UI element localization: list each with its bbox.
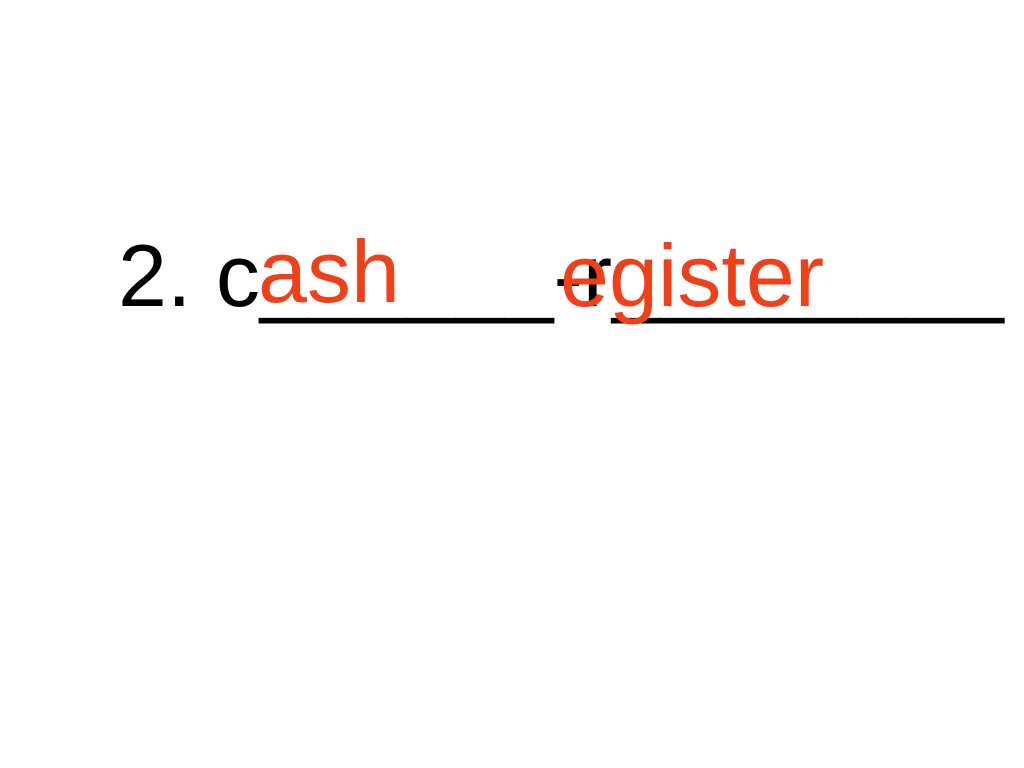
answer-word-1: ash bbox=[258, 222, 400, 321]
answer-word-2: egister bbox=[560, 226, 825, 325]
question-prompt: 2. c______-r________ bbox=[118, 226, 1004, 325]
